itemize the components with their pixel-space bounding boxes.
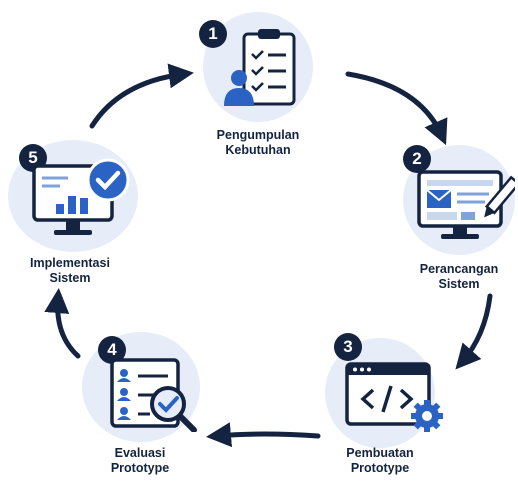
arrow-5-to-1: [44, 288, 81, 359]
step-1-label-line-2: Kebutuhan: [225, 143, 291, 157]
monitor-pencil-icon: [417, 170, 515, 239]
step-3-number-badge: 3: [334, 333, 362, 361]
step-2-label-line-2: Sistem: [438, 277, 480, 291]
arrow-2-to-3: [345, 71, 448, 146]
step-4-label-line-1: Evaluasi: [114, 446, 166, 460]
clipboard-user-icon: [224, 29, 296, 106]
step-3-label-line-2: Prototype: [350, 461, 410, 475]
checklist-magnifier-icon: [110, 358, 197, 432]
step-3-label: Pembuatan Prototype: [322, 446, 438, 476]
step-1-label: Pengumpulan Kebutuhan: [198, 128, 318, 158]
code-window-gear-icon: [345, 362, 443, 432]
step-5-label-line-1: Implementasi: [30, 256, 110, 270]
step-4-label-line-2: Prototype: [110, 461, 170, 475]
step-1-number-badge: 1: [199, 20, 227, 48]
step-5-label-line-2: Sistem: [49, 271, 91, 285]
step-4-label: Evaluasi Prototype: [80, 446, 200, 476]
step-1-label-line-1: Pengumpulan: [216, 128, 300, 142]
monitor-chart-check-icon: [32, 158, 130, 235]
step-4-number-badge: 4: [98, 336, 126, 364]
arrow-4-to-5: [206, 422, 321, 448]
step-5-label: Implementasi Sistem: [10, 256, 130, 286]
step-2-label-line-1: Perancangan: [419, 262, 499, 276]
step-3-label-line-1: Pembuatan: [346, 446, 414, 460]
arrow-3-to-4: [455, 293, 493, 370]
step-2-label: Perancangan Sistem: [400, 262, 518, 292]
step-2-number-badge: 2: [403, 145, 431, 173]
arrow-1-to-2: [89, 63, 194, 129]
